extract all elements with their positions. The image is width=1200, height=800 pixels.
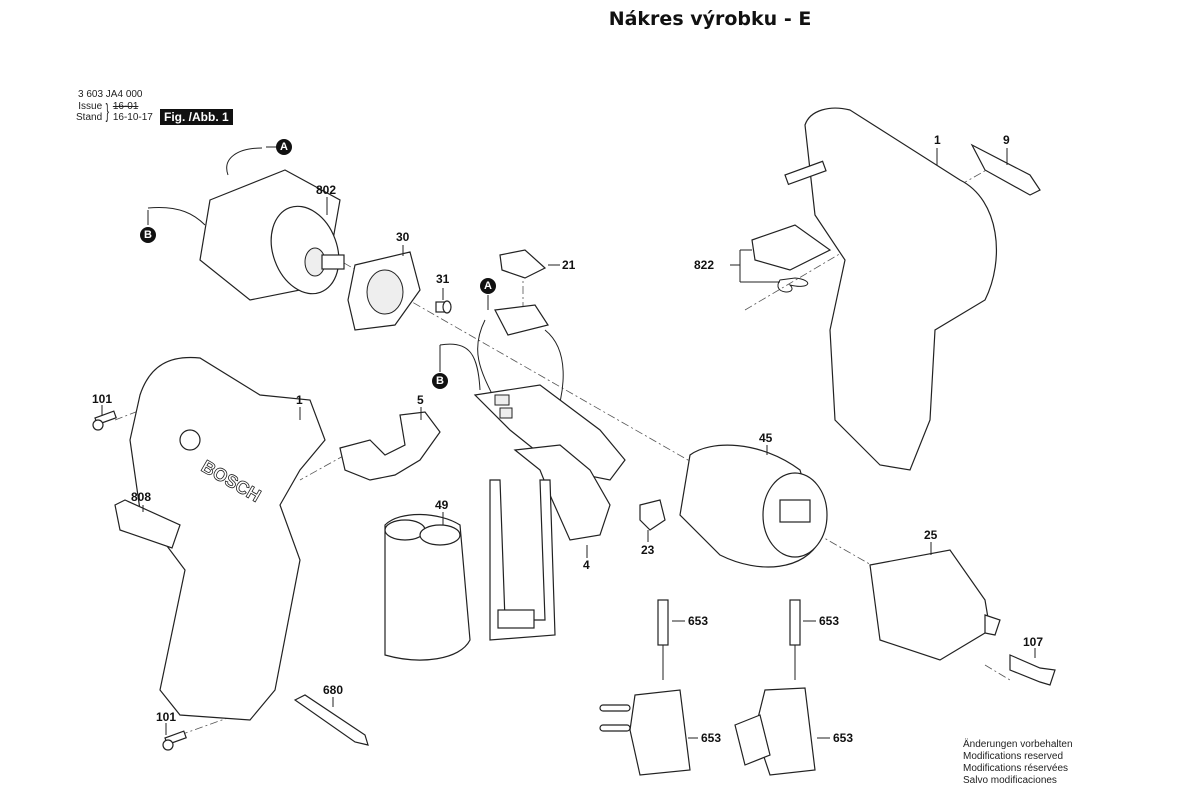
part-label-1-left: 1 [296, 393, 303, 407]
part-label-653-charger-uk: 653 [833, 731, 854, 745]
brace: } [105, 101, 110, 123]
motor-drawing [147, 147, 345, 301]
notice-line-en: Modifications reserved [963, 751, 1064, 762]
housing-left-drawing [129, 356, 326, 721]
part-label-802: 802 [316, 183, 337, 197]
issue-date: 16-10-17 [112, 112, 153, 123]
part-label-101-bottom: 101 [156, 710, 177, 724]
switch-board-drawing [439, 304, 626, 641]
part-label-653-plug-left: 653 [688, 614, 709, 628]
notice-line-es: Salvo modificaciones [963, 775, 1057, 786]
gearbox-drawing [679, 444, 828, 568]
part-label-808: 808 [131, 490, 152, 504]
part-label-653-charger-eu: 653 [701, 731, 722, 745]
part-label-49: 49 [435, 498, 449, 512]
housing-right-drawing [784, 107, 998, 471]
part-label-4: 4 [583, 558, 590, 572]
part-number: 3 603 JA4 000 [78, 89, 143, 100]
battery-drawing [384, 513, 471, 661]
issue-label: Issue [78, 101, 103, 112]
charger-eu-drawing [599, 689, 691, 776]
notice-line-de: Änderungen vorbehalten [963, 739, 1073, 750]
connector-a-motor: A [276, 139, 292, 155]
screw-101-top-drawing [92, 410, 117, 431]
notice-line-fr: Modifications réservées [963, 763, 1069, 774]
motor-plate-drawing [347, 251, 421, 331]
plug-right-drawing [789, 599, 801, 680]
stand-label: Stand [76, 112, 103, 123]
switch-cover-drawing [499, 249, 547, 279]
part-label-822: 822 [694, 258, 715, 272]
part-label-9: 9 [1003, 133, 1010, 147]
nameplate-drawing [970, 143, 1041, 196]
plug-left-drawing [657, 599, 669, 680]
old-issue-date: 16-01 [112, 101, 139, 112]
figure-badge: Fig. /Abb. 1 [160, 109, 233, 125]
chuck-drawing [869, 549, 1001, 661]
part-label-30: 30 [396, 230, 410, 244]
part-label-21: 21 [562, 258, 576, 272]
modification-notice: Änderungen vorbehalten Modifications res… [963, 739, 1073, 787]
part-label-680: 680 [323, 683, 344, 697]
screw-31-drawing [435, 300, 452, 314]
part-label-25: 25 [924, 528, 938, 542]
part-label-45: 45 [759, 431, 773, 445]
leader-lines [101, 146, 1036, 739]
charger-uk-drawing [734, 687, 816, 776]
connector-b-motor: B [140, 227, 156, 243]
screw-107-drawing [1009, 654, 1056, 686]
screw-101-bottom-drawing [162, 730, 187, 751]
part-label-31: 31 [436, 272, 450, 286]
part-label-23: 23 [641, 543, 655, 557]
connector-b-switch: B [432, 373, 448, 389]
part-label-1-right: 1 [934, 133, 941, 147]
part-label-5: 5 [417, 393, 424, 407]
bit-drawing [293, 694, 369, 746]
label-808-drawing [114, 499, 181, 549]
led-23-drawing [639, 499, 666, 531]
page-title: Nákres výrobku - E [608, 8, 812, 30]
direction-slider-drawing [751, 224, 832, 293]
slider-5-drawing [339, 411, 441, 481]
part-label-107: 107 [1023, 635, 1044, 649]
document-reference: 3 603 JA4 000 Issue Stand } 16-01 16-10-… [76, 89, 153, 123]
part-label-653-plug-right: 653 [819, 614, 840, 628]
connector-a-switch: A [480, 278, 496, 294]
part-label-101-top: 101 [92, 392, 113, 406]
